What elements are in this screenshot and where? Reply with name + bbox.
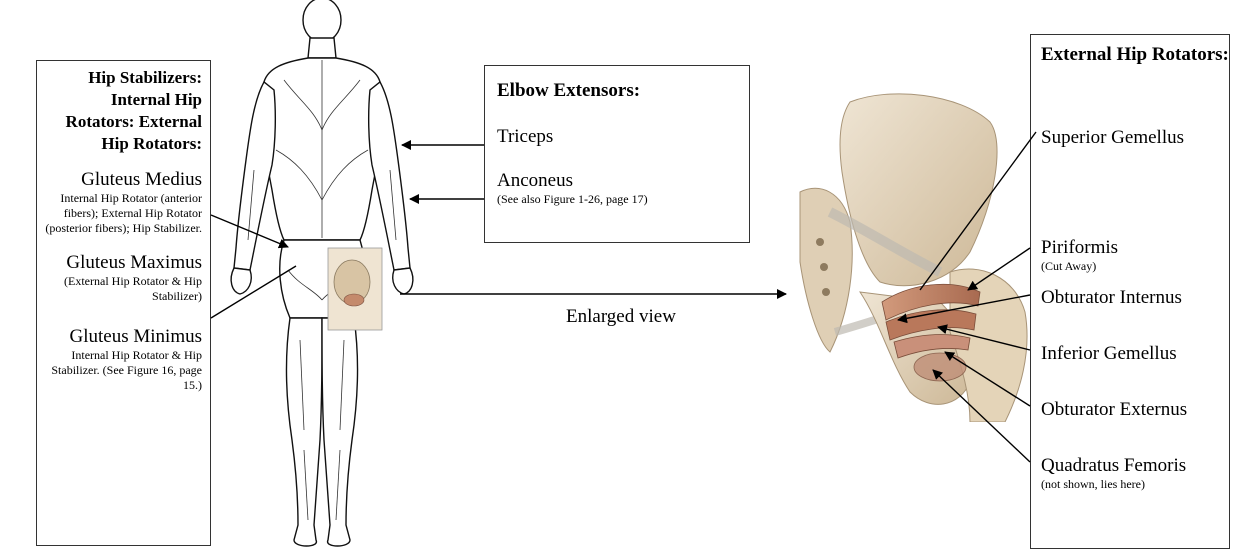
gluteus-maximus-name: Gluteus Maximus	[41, 252, 202, 274]
gluteus-medius-name: Gluteus Medius	[41, 169, 202, 191]
external-hip-rotators-header: External Hip Rotators:	[1041, 43, 1229, 67]
gluteus-maximus-item: Gluteus Maximus (External Hip Rotator & …	[41, 252, 202, 304]
obturator-internus-name: Obturator Internus	[1041, 287, 1182, 309]
triceps-name: Triceps	[497, 126, 749, 148]
quadratus-femoris-name: Quadratus Femoris	[1041, 455, 1186, 477]
inferior-gemellus-name: Inferior Gemellus	[1041, 343, 1177, 365]
gluteus-medius-item: Gluteus Medius Internal Hip Rotator (ant…	[41, 169, 202, 236]
external-hip-rotators-panel: External Hip Rotators: Superior Gemellus…	[1030, 34, 1230, 549]
human-back-figure	[224, 0, 482, 555]
obturator-externus-name: Obturator Externus	[1041, 399, 1187, 421]
hip-stabilizers-header: Hip Stabilizers: Internal Hip Rotators: …	[41, 67, 202, 155]
gluteus-minimus-item: Gluteus Minimus Internal Hip Rotator & H…	[41, 326, 202, 393]
superior-gemellus-name: Superior Gemellus	[1041, 127, 1184, 149]
enlarged-pelvis-illustration	[790, 92, 1036, 422]
enlarged-view-label: Enlarged view	[566, 306, 676, 328]
anconeus-name: Anconeus	[497, 170, 749, 192]
piriformis-name: Piriformis	[1041, 237, 1118, 259]
elbow-extensors-header: Elbow Extensors:	[497, 80, 749, 102]
gluteus-maximus-note: (External Hip Rotator & Hip Stabilizer)	[41, 274, 202, 304]
piriformis-note: (Cut Away)	[1041, 259, 1118, 274]
quadratus-femoris-note: (not shown, lies here)	[1041, 477, 1186, 492]
hip-stabilizers-panel: Hip Stabilizers: Internal Hip Rotators: …	[36, 60, 211, 546]
gluteus-medius-note: Internal Hip Rotator (anterior fibers); …	[41, 191, 202, 236]
elbow-extensors-panel: Elbow Extensors: Triceps Anconeus (See a…	[484, 65, 750, 243]
gluteus-minimus-name: Gluteus Minimus	[41, 326, 202, 348]
gluteus-minimus-note: Internal Hip Rotator & Hip Stabilizer. (…	[41, 348, 202, 393]
piriformis-item: Piriformis (Cut Away)	[1041, 237, 1118, 274]
quadratus-femoris-item: Quadratus Femoris (not shown, lies here)	[1041, 455, 1186, 492]
anconeus-note: (See also Figure 1-26, page 17)	[497, 192, 749, 207]
